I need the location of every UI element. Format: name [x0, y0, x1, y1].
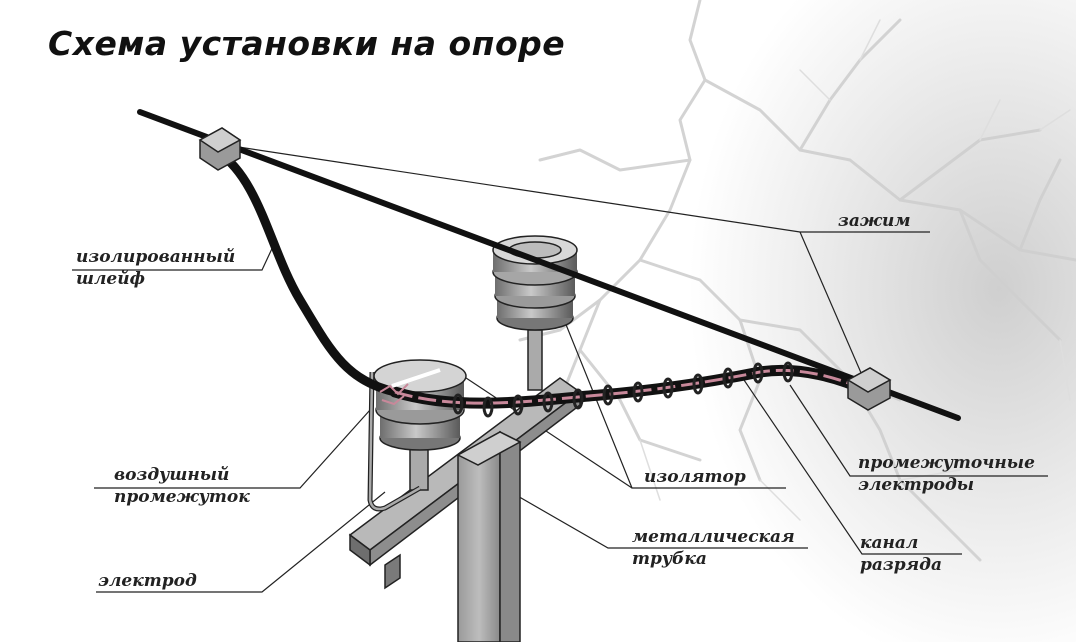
- label-intermediate-electrodes-line1: промежуточные: [858, 453, 1035, 473]
- label-air-gap-line2: промежуток: [114, 487, 250, 507]
- intermediate-electrodes: [452, 361, 794, 418]
- clamp-left: [198, 127, 242, 171]
- lightning-branches: [639, 19, 1071, 521]
- label-electrode: электрод: [98, 571, 197, 591]
- label-metal-tube-line2: трубка: [632, 549, 707, 569]
- label-intermediate-electrodes-line2: электроды: [858, 475, 975, 495]
- power-line: [137, 109, 961, 421]
- air-gap-highlight: [391, 368, 441, 388]
- label-insulated-loop-line2: шлейф: [76, 269, 145, 289]
- page-title: Схема установки на опоре: [48, 24, 566, 63]
- label-discharge-channel: канал разряда: [860, 532, 942, 576]
- label-metal-tube: металлическая трубка: [632, 526, 795, 570]
- air-gap-spark: [379, 383, 409, 406]
- label-discharge-channel-line2: разряда: [860, 555, 943, 575]
- insulated-loop: [213, 147, 400, 397]
- label-insulator: изолятор: [644, 467, 746, 487]
- label-clamp: зажим: [838, 211, 911, 231]
- label-metal-tube-line1: металлическая: [632, 527, 795, 547]
- insulator-bracket: [527, 329, 543, 391]
- lightning-background: [498, 0, 1076, 562]
- label-discharge-channel-line1: канал: [860, 533, 919, 553]
- label-insulated-loop-line1: изолированный: [76, 247, 236, 267]
- label-air-gap-line1: воздушный: [114, 465, 230, 485]
- background-haze: [560, 0, 1076, 642]
- pole: [456, 430, 522, 642]
- discharge-channel: [394, 368, 871, 405]
- label-intermediate-electrodes: промежуточные электроды: [858, 452, 1035, 496]
- label-insulated-loop: изолированный шлейф: [76, 246, 235, 290]
- label-air-gap: воздушный промежуток: [114, 464, 250, 508]
- clamp-right: [846, 367, 892, 411]
- electrode-wire-highlight: [368, 371, 421, 511]
